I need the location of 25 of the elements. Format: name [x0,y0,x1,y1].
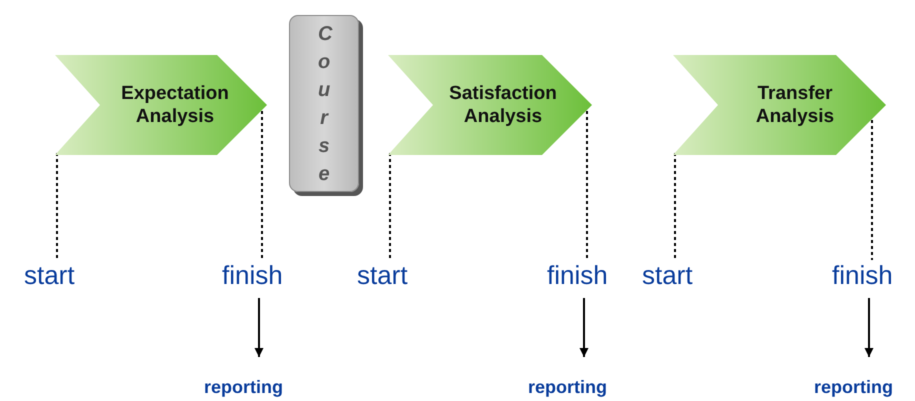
dotted-line [261,111,263,260]
timeline-marker-text: finish [547,260,623,290]
chevron-shape [388,55,592,155]
dotted-line [56,153,58,260]
dotted-line [586,111,588,260]
timeline-marker-text: start [642,260,706,290]
chevron-shape [673,55,886,155]
arrow [580,298,588,357]
chevron-shape [55,55,267,155]
arrow [864,298,874,357]
stage-title: Transfer Analysis [754,82,836,128]
dotted-line [389,153,391,260]
reporting-text: reporting [528,375,628,399]
timeline-marker-text: finish [222,260,298,290]
timeline-marker-text: start [24,260,88,290]
reporting-text: reporting [204,375,304,399]
stage-title: Expectation Analysis [120,82,230,128]
stage-title: Satisfaction Analysis [448,82,558,128]
timeline-marker-text: start [357,260,421,290]
arrow [254,298,264,357]
vertical-label: Course [318,22,330,186]
dotted-line [674,153,676,260]
reporting-text: reporting [814,375,914,399]
timeline-marker-text: finish [832,260,908,290]
dotted-line [871,120,873,260]
